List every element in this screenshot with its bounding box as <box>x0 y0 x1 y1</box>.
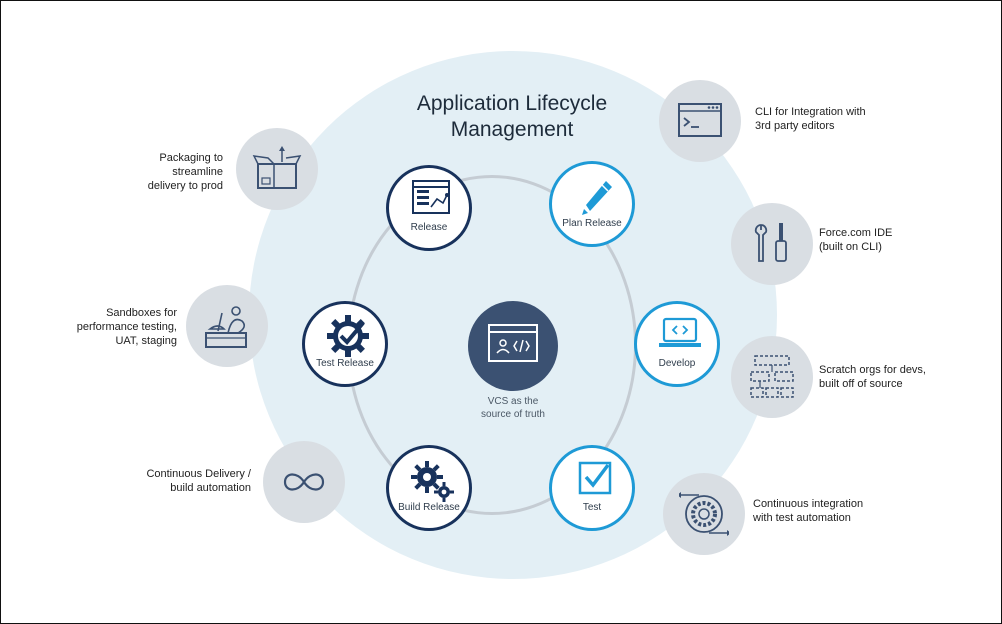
scratch-orgs-circle <box>731 336 813 418</box>
node-test: Test <box>549 445 635 531</box>
ci-gear-cycle-icon <box>679 492 729 536</box>
note-cli: CLI for Integration with 3rd party edito… <box>755 106 866 132</box>
ide-circle <box>731 203 813 285</box>
node-test-release: Test Release <box>302 301 388 387</box>
note-continuous-delivery: Continuous Delivery / build automation <box>146 468 251 494</box>
vcs-center-label: VCS as the source of truth <box>481 396 545 420</box>
checkbox-icon <box>578 461 612 495</box>
note-ci: Continuous integration with test automat… <box>753 498 864 524</box>
node-test-release-label: Test Release <box>316 358 374 369</box>
code-window-icon <box>488 324 538 362</box>
node-release-label: Release <box>410 222 448 233</box>
gear-check-icon <box>327 315 369 357</box>
node-test-label: Test <box>582 502 602 513</box>
package-box-icon <box>252 146 302 189</box>
laptop-code-icon <box>659 317 701 347</box>
release-window-icon <box>412 180 450 214</box>
node-develop: Develop <box>634 301 720 387</box>
packaging-circle <box>236 128 318 210</box>
note-sandboxes: Sandboxes for performance testing, UAT, … <box>76 307 177 347</box>
continuous-delivery-circle <box>263 441 345 523</box>
infinity-icon <box>283 473 325 491</box>
node-build-release: Build Release <box>386 445 472 531</box>
node-plan-release: Plan Release <box>549 161 635 247</box>
sandbox-icon <box>205 306 247 348</box>
note-packaging: Packaging to streamline delivery to prod <box>147 152 223 192</box>
continuous-integration-circle <box>663 473 745 555</box>
vcs-center-node <box>468 301 558 391</box>
note-scratch: Scratch orgs for devs, built off of sour… <box>819 364 926 390</box>
node-build-release-label: Build Release <box>398 502 460 513</box>
node-develop-label: Develop <box>658 358 696 369</box>
org-chart-icon <box>750 355 794 398</box>
node-plan-release-label: Plan Release <box>562 218 622 229</box>
sandboxes-circle <box>186 285 268 367</box>
node-release: Release <box>386 165 472 251</box>
diagram-title: Application Lifecycle Management <box>416 92 608 141</box>
wrench-screwdriver-icon <box>754 223 787 262</box>
gears-icon <box>411 461 454 502</box>
note-ide: Force.com IDE (built on CLI) <box>819 227 893 253</box>
terminal-window-icon <box>678 103 722 137</box>
cli-circle <box>659 80 741 162</box>
pencil-icon <box>582 181 612 215</box>
